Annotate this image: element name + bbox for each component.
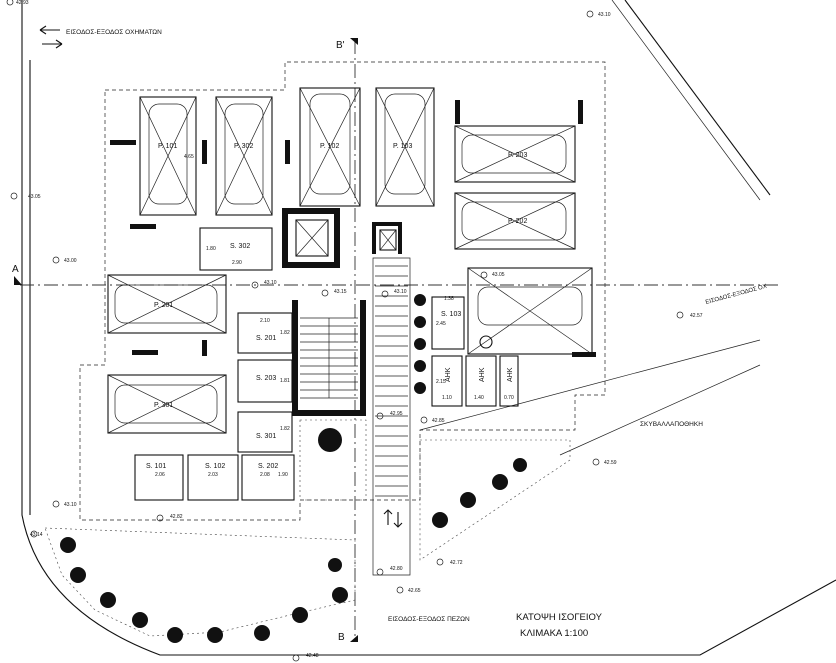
parking-bay: P. 102 [299,87,361,207]
level-markers: 42.93 43.10 43.05 43.00 43.15 43.10 43.1… [6,0,703,662]
section-marker-b-bottom [350,635,358,642]
diagonal-boundary [624,0,771,196]
courtyard-area [299,419,367,501]
diagonal-boundary-inner [611,0,761,201]
svg-text:2.06: 2.06 [155,472,165,478]
garden-area [44,527,356,637]
vehicle-entrance-arrows [39,25,63,49]
svg-text:2.15: 2.15 [436,379,446,385]
meter-label: ΑΗΚ [507,367,514,382]
meter-rooms: ΑΗΚ ΑΗΚ ΑΗΚ [431,355,519,407]
ramp-boundary-2 [559,364,761,456]
storage-label: S. 103 [441,311,461,318]
accessible-parking-bay [467,267,593,355]
svg-text:43.10: 43.10 [598,12,611,18]
storage-label: S. 302 [230,243,250,250]
wheelchair-icon [479,335,493,349]
parking-bay: P. 302 [215,96,273,216]
svg-text:42.85: 42.85 [432,418,445,424]
wall-stubs [110,100,596,357]
svg-text:43.10: 43.10 [64,502,77,508]
svg-text:43.15: 43.15 [334,289,347,295]
section-label-b-bottom: B [338,632,345,643]
storage-label: S. 203 [256,375,276,382]
svg-text:1.38: 1.38 [444,296,454,302]
svg-text:42.65: 42.65 [408,588,421,594]
storage-label: S. 101 [146,463,166,470]
svg-text:2.03: 2.03 [208,472,218,478]
svg-text:43.00: 43.00 [64,258,77,264]
ramp-boundary [419,339,761,431]
parking-bay: P. 101 [139,96,197,216]
section-marker-a [14,276,22,285]
svg-text:2.10: 2.10 [260,318,270,324]
storage-rooms: S. 302 S. 201 S. 203 S. 301 S. 101 S. 10… [134,227,465,501]
refuse-store-label: ΣΚΥΒΑΛΛΑΠΟΘΗΚΗ [640,421,703,428]
pedestrian-entrance-label: ΕΙΣΟΔΟΣ-ΕΞΟΔΟΣ ΠΕΖΩΝ [388,616,470,623]
parking-label: P. 202 [508,218,527,225]
storage-label: S. 301 [256,433,276,440]
plan-title: ΚΑΤΟΨΗ ΙΣΟΓΕΙΟΥ [516,612,603,623]
dimension-labels: 1.80 2.90 2.10 1.82 1.81 1.82 2.06 2.03 … [155,154,514,478]
section-label-b-top: B' [336,40,345,51]
svg-text:1.90: 1.90 [278,472,288,478]
svg-text:42.59: 42.59 [604,460,617,466]
pedestrian-walkway [372,257,411,576]
building-core [282,208,402,416]
svg-text:42.72: 42.72 [450,560,463,566]
plot-boundary [21,0,836,656]
walkway-arrows [383,509,403,528]
parking-bay: P. 301 [107,374,227,434]
svg-text:2.45: 2.45 [436,321,446,327]
svg-text:1.40: 1.40 [474,395,484,401]
storage-label: S. 202 [258,463,278,470]
svg-text:1.82: 1.82 [280,330,290,336]
svg-text:4.65: 4.65 [184,154,194,160]
svg-text:43.10: 43.10 [264,280,277,286]
svg-text:42.95: 42.95 [390,411,403,417]
svg-text:1.82: 1.82 [280,426,290,432]
svg-text:2.90: 2.90 [232,260,242,266]
meter-label: ΑΗΚ [479,367,486,382]
svg-text:42.80: 42.80 [390,566,403,572]
vehicle-entrance-right-label: ΕΙΣΟΔΟΣ-ΕΞΟΔΟΣ ΟΧ [705,284,768,306]
meter-label: ΑΗΚ [445,367,452,382]
parking-bays: P. 101 P. 302 P. 102 P. 103 P. 203 [107,87,593,434]
storage-label: S. 102 [205,463,225,470]
svg-text:42.57: 42.57 [690,313,703,319]
parking-bay: P. 202 [454,192,576,250]
parking-bay: P. 203 [454,125,576,183]
parking-bay: P. 103 [375,87,435,207]
parking-label: P. 101 [158,143,177,150]
section-label-a: A [12,264,19,275]
parking-label: P. 102 [320,143,339,150]
plan-scale: ΚΛΙΜΑΚΑ 1:100 [520,628,588,639]
parking-label: P. 301 [154,402,173,409]
vehicle-entrance-label: ΕΙΣΟΔΟΣ-ΕΞΟΔΟΣ ΟΧΗΜΑΤΩΝ [66,29,162,36]
svg-text:43.10: 43.10 [394,289,407,295]
parking-label: P. 201 [154,302,173,309]
svg-text:42.48: 42.48 [306,653,319,659]
svg-text:1.81: 1.81 [280,378,290,384]
svg-text:43.05: 43.05 [492,272,505,278]
parking-label: P. 302 [234,143,253,150]
svg-text:42.82: 42.82 [170,514,183,520]
stair-treads [300,317,358,399]
svg-text:1.80: 1.80 [206,246,216,252]
svg-text:2.08: 2.08 [260,472,270,478]
parking-label: P. 203 [508,152,527,159]
palm-trees [60,294,527,643]
storage-label: S. 201 [256,335,276,342]
building-outline [79,61,606,521]
svg-text:42.93: 42.93 [16,0,29,6]
parking-label: P. 103 [393,143,412,150]
svg-text:43.14: 43.14 [30,532,43,538]
section-marker-b-top [350,38,358,45]
svg-text:0.70: 0.70 [504,395,514,401]
svg-text:43.05: 43.05 [28,194,41,200]
garden-area-right [419,439,571,561]
parking-bay: P. 201 [107,274,227,334]
svg-text:1.10: 1.10 [442,395,452,401]
